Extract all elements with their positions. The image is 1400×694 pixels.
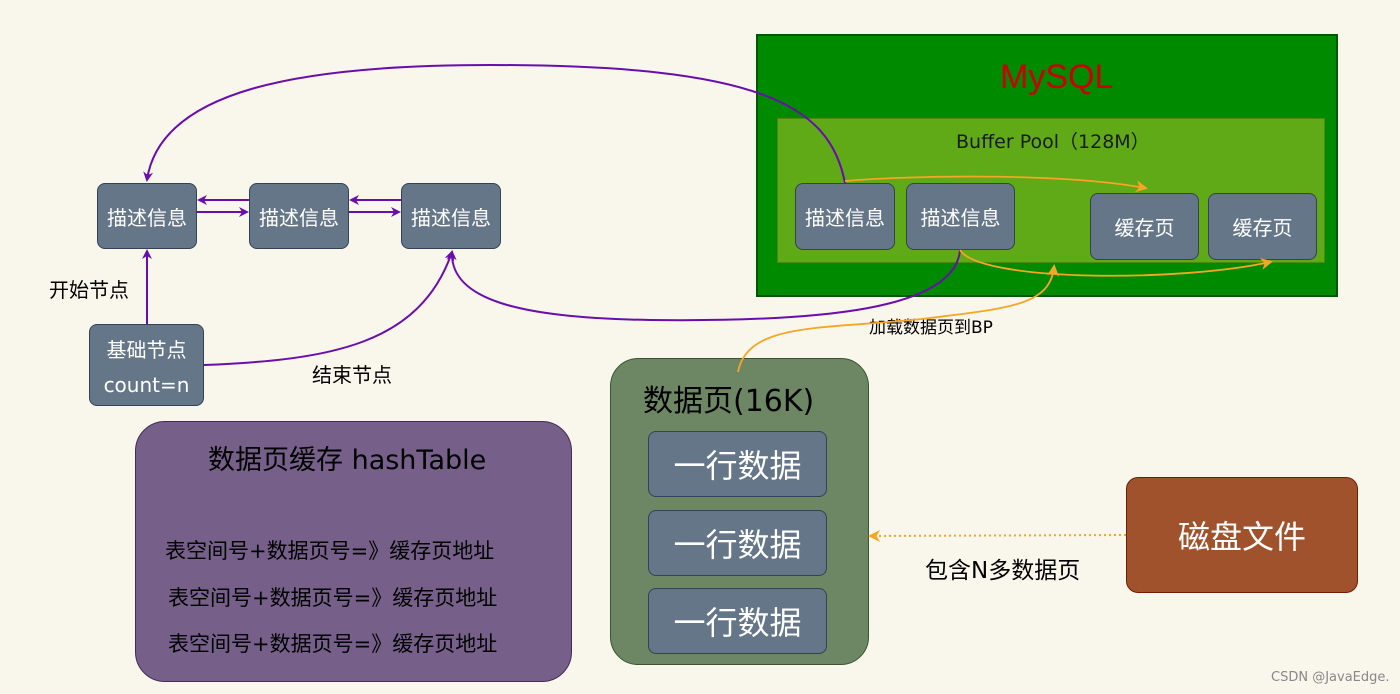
edge-bp-to-tail [446, 249, 961, 322]
list-node-1[interactable]: 描述信息 [97, 183, 197, 249]
bp-desc-node-2[interactable]: 描述信息 [906, 183, 1015, 250]
data-row-3[interactable]: 一行数据 [648, 588, 827, 654]
base-node-count: count=n [103, 372, 190, 397]
buffer-pool-label: Buffer Pool（128M） [956, 131, 1150, 153]
base-node[interactable]: 基础节点 count=n [89, 324, 204, 406]
edge-bp-to-head [143, 63, 846, 184]
edge-base-to-end [203, 250, 455, 366]
data-page-title: 数据页(16K) [643, 384, 815, 419]
list-node-3[interactable]: 描述信息 [401, 183, 501, 249]
base-node-title: 基础节点 [106, 337, 187, 362]
disk-file[interactable]: 磁盘文件 [1126, 477, 1358, 593]
end-node-label: 结束节点 [312, 363, 392, 387]
edge-disk-to-data-page [868, 529, 1127, 542]
cache-page-1[interactable]: 缓存页 [1090, 193, 1199, 260]
bp-desc-node-1[interactable]: 描述信息 [795, 183, 895, 250]
mysql-title: MySQL [1000, 58, 1114, 96]
load-page-label: 加载数据页到BP [869, 318, 993, 338]
watermark: CSDN @JavaEdge. [1271, 670, 1390, 685]
list-node-2[interactable]: 描述信息 [249, 183, 349, 249]
start-node-label: 开始节点 [49, 278, 129, 302]
hashtable-row-2: 表空间号+数据页号=》缓存页地址 [168, 586, 498, 610]
hashtable-row-3: 表空间号+数据页号=》缓存页地址 [168, 632, 498, 656]
edge-desc2-to-cache2 [959, 249, 1273, 277]
cache-page-2[interactable]: 缓存页 [1208, 193, 1317, 260]
data-row-2[interactable]: 一行数据 [648, 510, 827, 576]
hashtable-box [135, 421, 572, 682]
data-row-1[interactable]: 一行数据 [648, 431, 827, 497]
edge-load-to-bp [737, 264, 1060, 373]
edge-desc1-to-cache1 [844, 175, 1148, 193]
disk-contains-label: 包含N多数据页 [925, 558, 1081, 584]
hashtable-row-1: 表空间号+数据页号=》缓存页地址 [165, 539, 495, 563]
hashtable-title: 数据页缓存 hashTable [208, 445, 487, 476]
